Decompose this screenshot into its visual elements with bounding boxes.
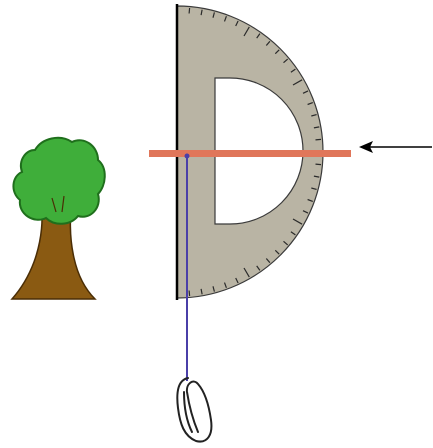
tree-icon [12, 138, 105, 299]
paper-clip-outer [177, 378, 211, 442]
protractor-tick [189, 8, 190, 14]
paper-clip-icon [177, 378, 211, 442]
plumb-line-pivot [185, 154, 190, 159]
tree-foliage [13, 138, 104, 224]
sight-rod [149, 150, 351, 157]
arrow-left-icon [359, 141, 432, 153]
protractor-tick [316, 139, 322, 140]
protractor-tick [316, 164, 322, 165]
protractor-tick [189, 291, 190, 297]
